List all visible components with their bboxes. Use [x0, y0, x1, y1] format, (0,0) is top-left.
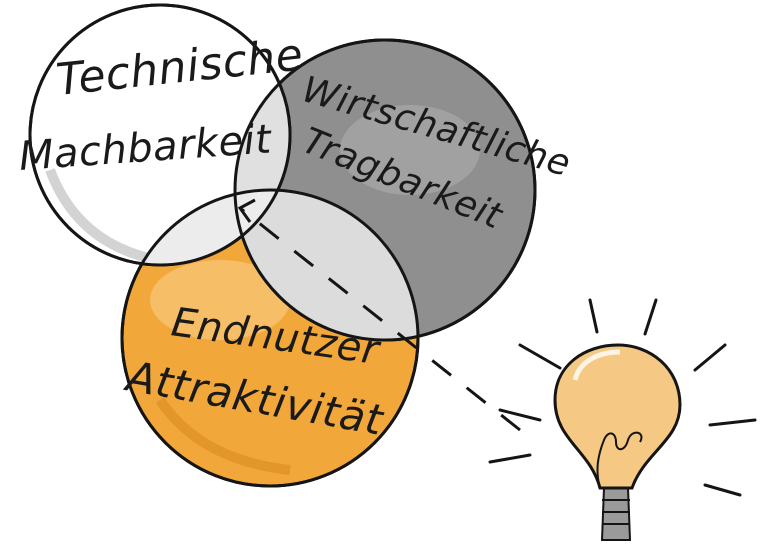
arrow-icon [237, 198, 521, 432]
light-rays [488, 298, 757, 497]
circle-outlines [28, 3, 537, 488]
lightbulb-icon [553, 343, 682, 541]
